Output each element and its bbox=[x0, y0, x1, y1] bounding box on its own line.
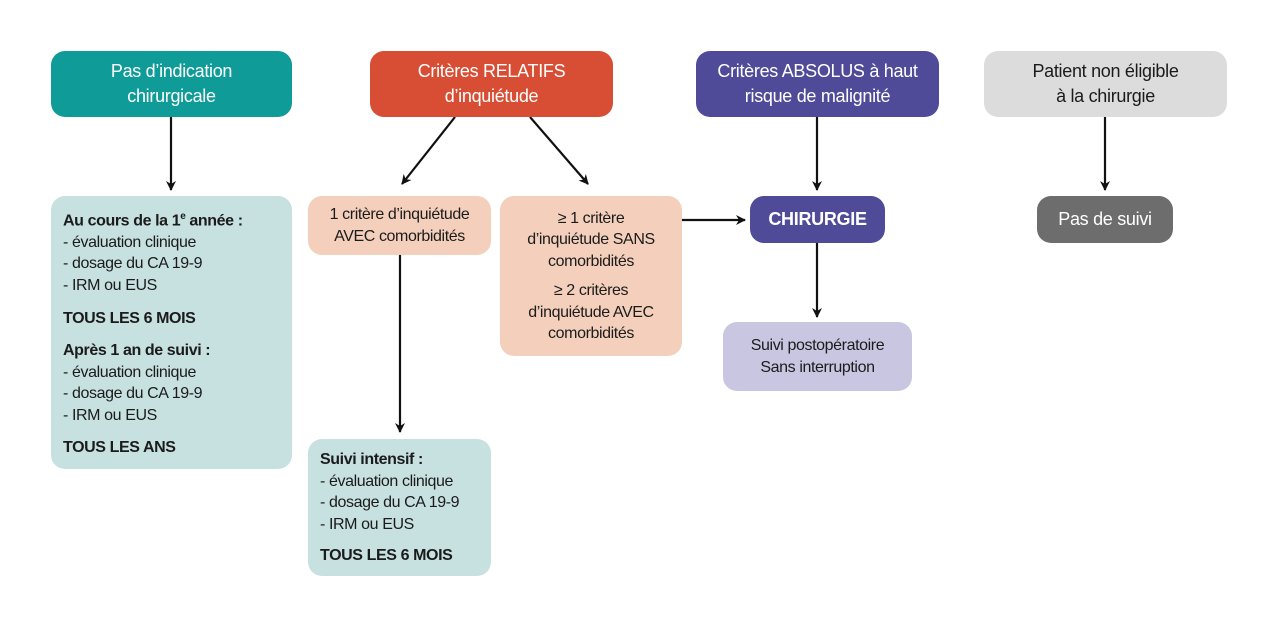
not-eligible-box: Patient non éligible à la chirurgie bbox=[984, 51, 1227, 117]
absolute-line1: Critères ABSOLUS à haut bbox=[717, 61, 918, 81]
relative-line2: d’inquiétude bbox=[444, 86, 539, 106]
after-year-title: Après 1 an de suivi : bbox=[63, 342, 211, 360]
one-criterion-line2: AVEC comorbidités bbox=[334, 227, 465, 245]
arrow-relative-to-one-criterion bbox=[401, 116, 456, 185]
intensive-followup-box: Suivi intensif : - évaluation clinique -… bbox=[308, 439, 491, 576]
first-year-title: Au cours de la 1e année : bbox=[63, 211, 243, 230]
after-year-item: - IRM ou EUS bbox=[63, 406, 157, 424]
multi-criteria-box: ≥ 1 critère d’inquiétude SANS comorbidit… bbox=[500, 196, 682, 356]
intensive-title: Suivi intensif : bbox=[320, 451, 423, 468]
absolute-criteria-box: Critères ABSOLUS à haut risque de malign… bbox=[696, 51, 939, 117]
relative-criteria-box: Critères RELATIFS d’inquiétude bbox=[370, 51, 613, 117]
multi-b3: comorbidités bbox=[548, 325, 634, 342]
arrow-relative-to-multi-criteria bbox=[529, 116, 589, 185]
surgery-box: CHIRURGIE bbox=[750, 196, 885, 243]
absolute-line2: risque de malignité bbox=[744, 86, 891, 106]
multi-a3: comorbidités bbox=[548, 252, 634, 270]
intensive-item: - IRM ou EUS bbox=[320, 515, 414, 533]
no-followup-label: Pas de suivi bbox=[1058, 209, 1152, 229]
postop-line2: Sans interruption bbox=[760, 358, 875, 376]
first-year-item: - dosage du CA 19-9 bbox=[63, 255, 203, 273]
after-year-item: - dosage du CA 19-9 bbox=[63, 385, 203, 403]
standard-followup-box: Au cours de la 1e année : - évaluation c… bbox=[51, 196, 292, 469]
multi-b1: ≥ 2 critères bbox=[553, 282, 629, 299]
after-year-item: - évaluation clinique bbox=[63, 363, 197, 381]
one-criterion-box: 1 critère d’inquiétude AVEC comorbidités bbox=[308, 196, 491, 255]
no-followup-box: Pas de suivi bbox=[1037, 196, 1173, 243]
surgery-label: CHIRURGIE bbox=[768, 209, 867, 229]
multi-b2: d’inquiétude AVEC bbox=[528, 303, 654, 321]
one-criterion-line1: 1 critère d’inquiétude bbox=[329, 206, 470, 223]
after-year-frequency: TOUS LES ANS bbox=[63, 439, 176, 457]
no-surgical-indication-box: Pas d’indication chirurgicale bbox=[51, 51, 292, 117]
postop-line1: Suivi postopératoire bbox=[750, 337, 885, 354]
not-eligible-line2: à la chirurgie bbox=[1056, 86, 1155, 106]
postop-followup-box: Suivi postopératoire Sans interruption bbox=[723, 322, 912, 391]
intensive-item: - dosage du CA 19-9 bbox=[320, 494, 460, 511]
multi-a2: d’inquiétude SANS bbox=[527, 231, 655, 248]
first-year-frequency: TOUS LES 6 MOIS bbox=[63, 309, 196, 327]
multi-a1: ≥ 1 critère bbox=[557, 209, 625, 227]
no-indication-label: Pas d’indication chirurgicale bbox=[110, 61, 233, 106]
first-year-item: - IRM ou EUS bbox=[63, 276, 157, 294]
intensive-frequency: TOUS LES 6 MOIS bbox=[320, 546, 453, 564]
relative-line1: Critères RELATIFS bbox=[417, 61, 566, 81]
intensive-item: - évaluation clinique bbox=[320, 472, 454, 490]
not-eligible-line1: Patient non éligible bbox=[1032, 61, 1179, 81]
first-year-item: - évaluation clinique bbox=[63, 233, 197, 251]
